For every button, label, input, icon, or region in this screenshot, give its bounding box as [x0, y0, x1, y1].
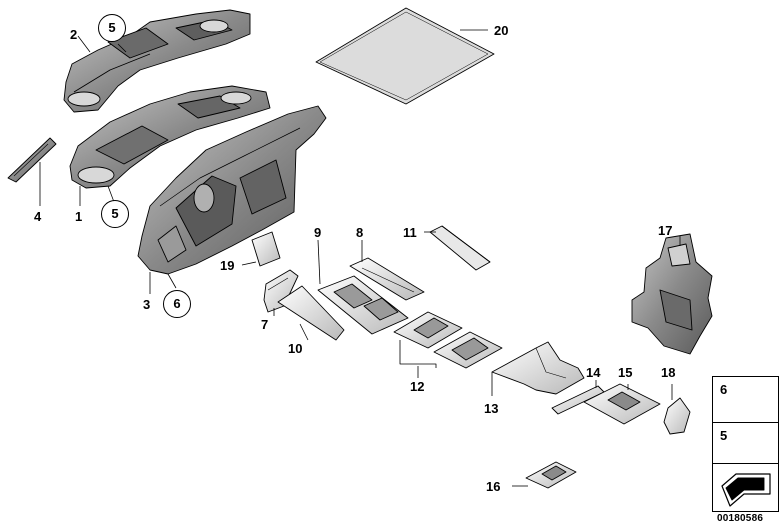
callout-17: 17: [658, 223, 673, 238]
callout-12: 12: [410, 379, 425, 394]
callout-13: 13: [484, 401, 499, 416]
part-1-middle-insulation: [69, 85, 271, 189]
part-17-side-insulation: [631, 233, 713, 355]
callout-9: 9: [314, 225, 322, 240]
part-11-panel: [429, 225, 491, 271]
part-20-flat-mat: [315, 7, 495, 105]
legend-box-rivet: 5: [712, 422, 779, 464]
callout-3: 3: [143, 297, 151, 312]
callout-8: 8: [356, 225, 364, 240]
part-4-strip: [7, 137, 57, 183]
callout-7: 7: [261, 317, 269, 332]
part-2-upper-insulation: [63, 9, 251, 113]
part-15-floor-pad: [583, 383, 661, 425]
callout-20: 20: [494, 23, 509, 38]
callout-4: 4: [34, 209, 42, 224]
legend-label-5: 5: [720, 428, 728, 443]
legend-box-arrow: [712, 463, 779, 512]
legend-box-clip: 6: [712, 376, 779, 423]
callout-5a: 5: [98, 14, 126, 42]
part-12-floor-pads: [393, 311, 503, 369]
callout-6: 6: [163, 290, 191, 318]
callout-11: 11: [403, 225, 417, 240]
legend-label-6: 6: [720, 382, 728, 397]
leader-lines: [39, 29, 681, 487]
part-13-floor-insulation: [491, 341, 585, 395]
callout-10: 10: [288, 341, 303, 356]
callout-16: 16: [486, 479, 501, 494]
part-10-strip: [277, 285, 345, 341]
callout-19: 19: [220, 258, 235, 273]
callout-2: 2: [70, 27, 78, 42]
part-9-tunnel-insulation: [317, 275, 409, 335]
part-16-floor-pad: [525, 461, 577, 489]
part-3-bulkhead-insulation: [137, 105, 327, 275]
callout-5b: 5: [101, 200, 129, 228]
callout-1: 1: [75, 209, 83, 224]
document-number: 00180586: [717, 513, 764, 524]
part-19-pad: [251, 231, 281, 267]
callout-15: 15: [618, 365, 633, 380]
arrow-bracket-icon: [721, 473, 771, 507]
part-18-pad: [663, 397, 691, 435]
callout-14: 14: [586, 365, 601, 380]
callout-18: 18: [661, 365, 676, 380]
